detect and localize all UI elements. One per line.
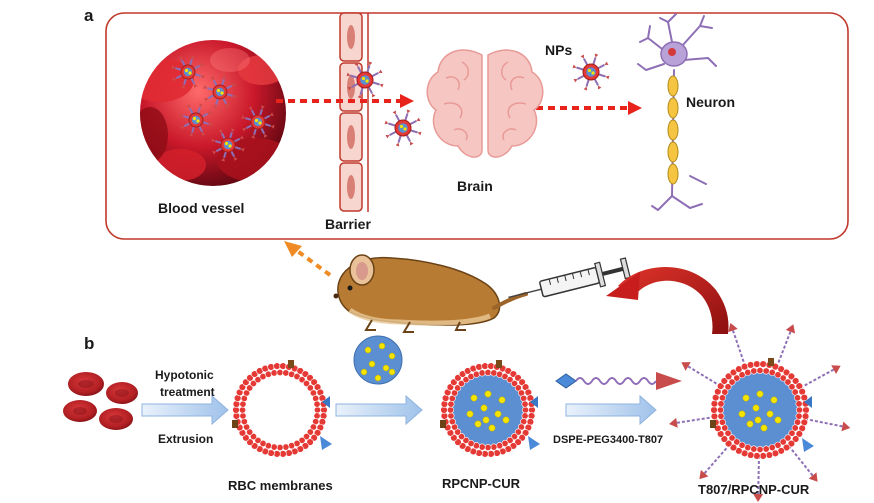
neuron-illustration	[637, 13, 717, 211]
extrusion-label: Extrusion	[158, 432, 214, 446]
nps-label: NPs	[545, 42, 573, 58]
red-blood-cells	[63, 372, 138, 430]
dotted-arrow-to-brain	[276, 94, 414, 108]
nanoparticle-5	[211, 128, 245, 162]
drug-loaded-core	[353, 335, 403, 385]
t807-rpcnp-cur-label: T807/RPCNP-CUR	[698, 482, 810, 497]
dspe-label: DSPE-PEG3400-T807	[553, 434, 664, 446]
nanoparticle-layer	[171, 53, 610, 162]
brain-illustration	[426, 49, 544, 158]
panel-b-tag: b	[84, 334, 95, 353]
barrier-cells	[339, 12, 369, 212]
vesicle-layer	[232, 322, 851, 502]
nanoparticle-3	[179, 103, 213, 137]
nanoparticle-2	[203, 75, 237, 109]
mouse-illustration	[333, 254, 528, 333]
nanoparticle-7	[384, 109, 422, 147]
nanoparticle-4	[241, 105, 275, 139]
treatment-label: treatment	[160, 385, 215, 399]
barrier-label: Barrier	[325, 216, 371, 232]
rbc-membranes-label: RBC membranes	[228, 478, 333, 493]
curved-red-arrow	[606, 267, 729, 334]
syringe-illustration	[508, 257, 631, 299]
rbc-membrane-vesicle	[232, 360, 332, 458]
dotted-arrow-to-neuron	[536, 101, 642, 115]
brain-label: Brain	[457, 178, 493, 194]
panel-a-tag: a	[84, 6, 94, 25]
process-arrow-2	[335, 394, 423, 426]
rpcnp-cur-particle	[440, 360, 540, 458]
process-arrow-3	[565, 394, 657, 426]
dspe-peg-t807-linker	[555, 372, 682, 390]
process-arrow-1	[141, 394, 229, 426]
t807-rpcnp-cur-particle	[669, 322, 851, 502]
neuron-label: Neuron	[686, 94, 735, 110]
blood-vessel-label: Blood vessel	[158, 200, 245, 216]
nanoparticle-1	[171, 55, 205, 89]
hypotonic-label: Hypotonic	[155, 368, 214, 382]
dotted-arrow-up-left	[284, 241, 332, 277]
nanoparticle-6	[346, 61, 384, 99]
rpcnp-cur-label: RPCNP-CUR	[442, 476, 520, 491]
nanoparticle-8	[572, 53, 610, 91]
